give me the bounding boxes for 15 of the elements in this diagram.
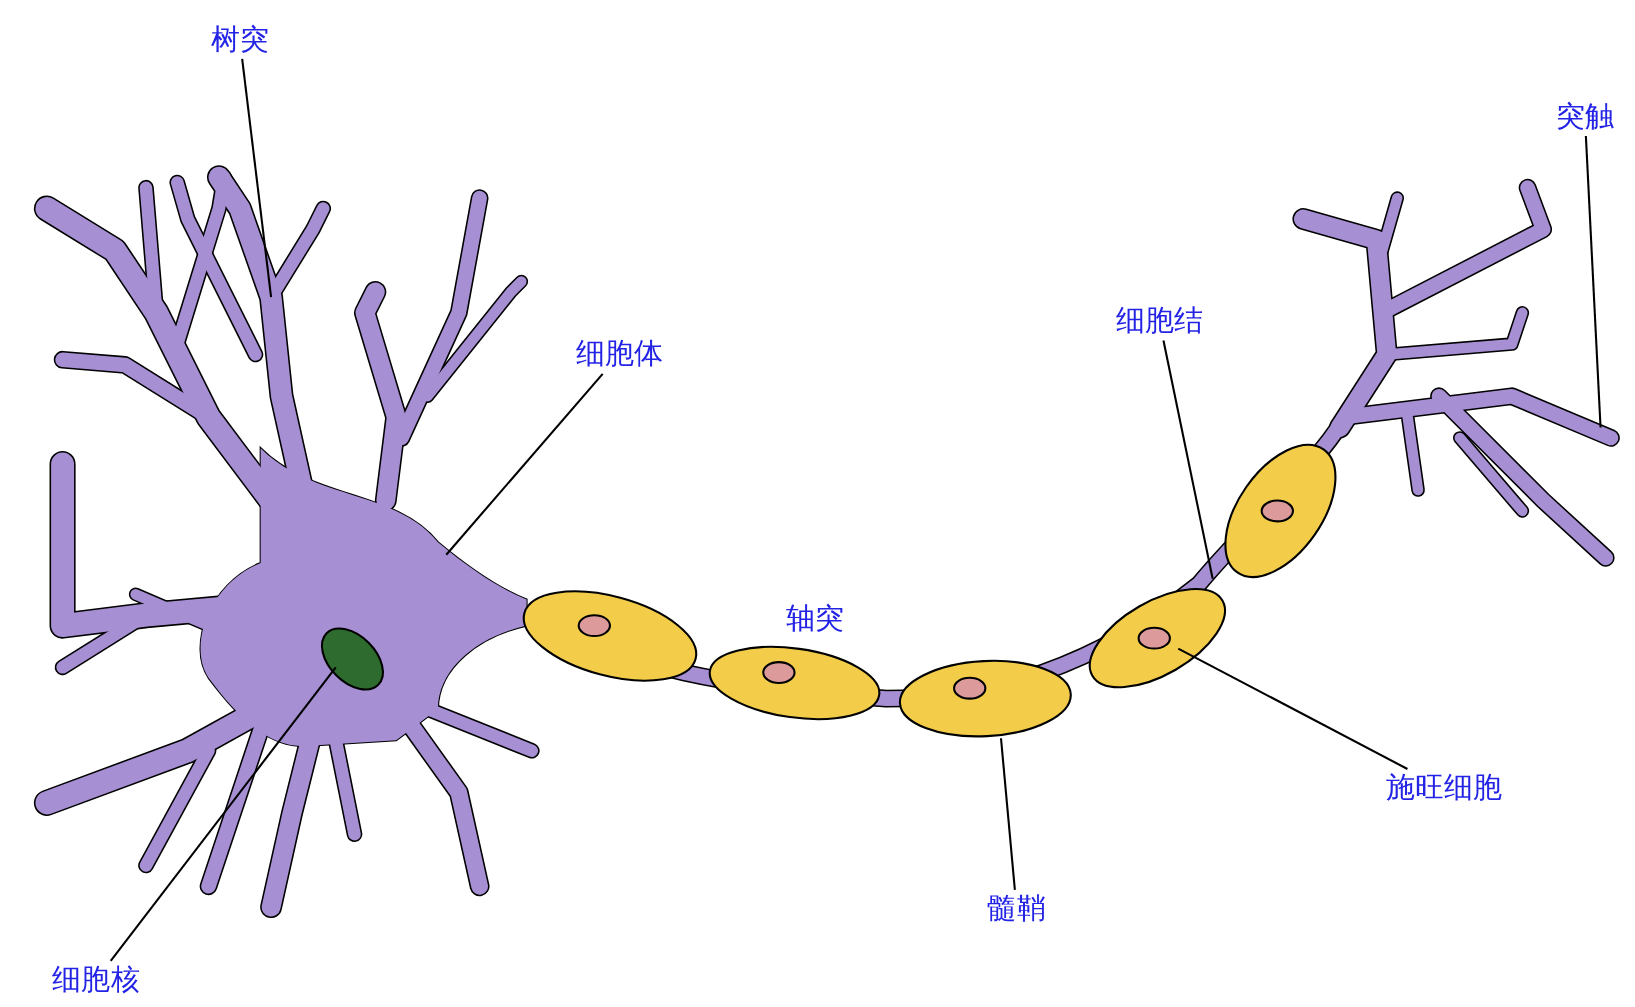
leader-line (1584, 136, 1602, 428)
part-label: 轴突 (786, 603, 845, 636)
part-label: 树突 (210, 23, 269, 56)
leader-line (999, 738, 1016, 891)
part-label: 细胞核 (52, 964, 140, 997)
part-label: 髓鞘 (987, 893, 1046, 926)
leader-line (1162, 340, 1214, 579)
part-label: 细胞体 (575, 338, 664, 371)
part-label: 细胞结 (1115, 305, 1204, 338)
part-label: 突触 (1555, 100, 1615, 133)
leader-line (1177, 647, 1408, 770)
leader-line (445, 373, 604, 556)
part-label: 施旺细胞 (1385, 772, 1503, 805)
leader-line (241, 58, 273, 298)
leader-line (109, 666, 337, 962)
